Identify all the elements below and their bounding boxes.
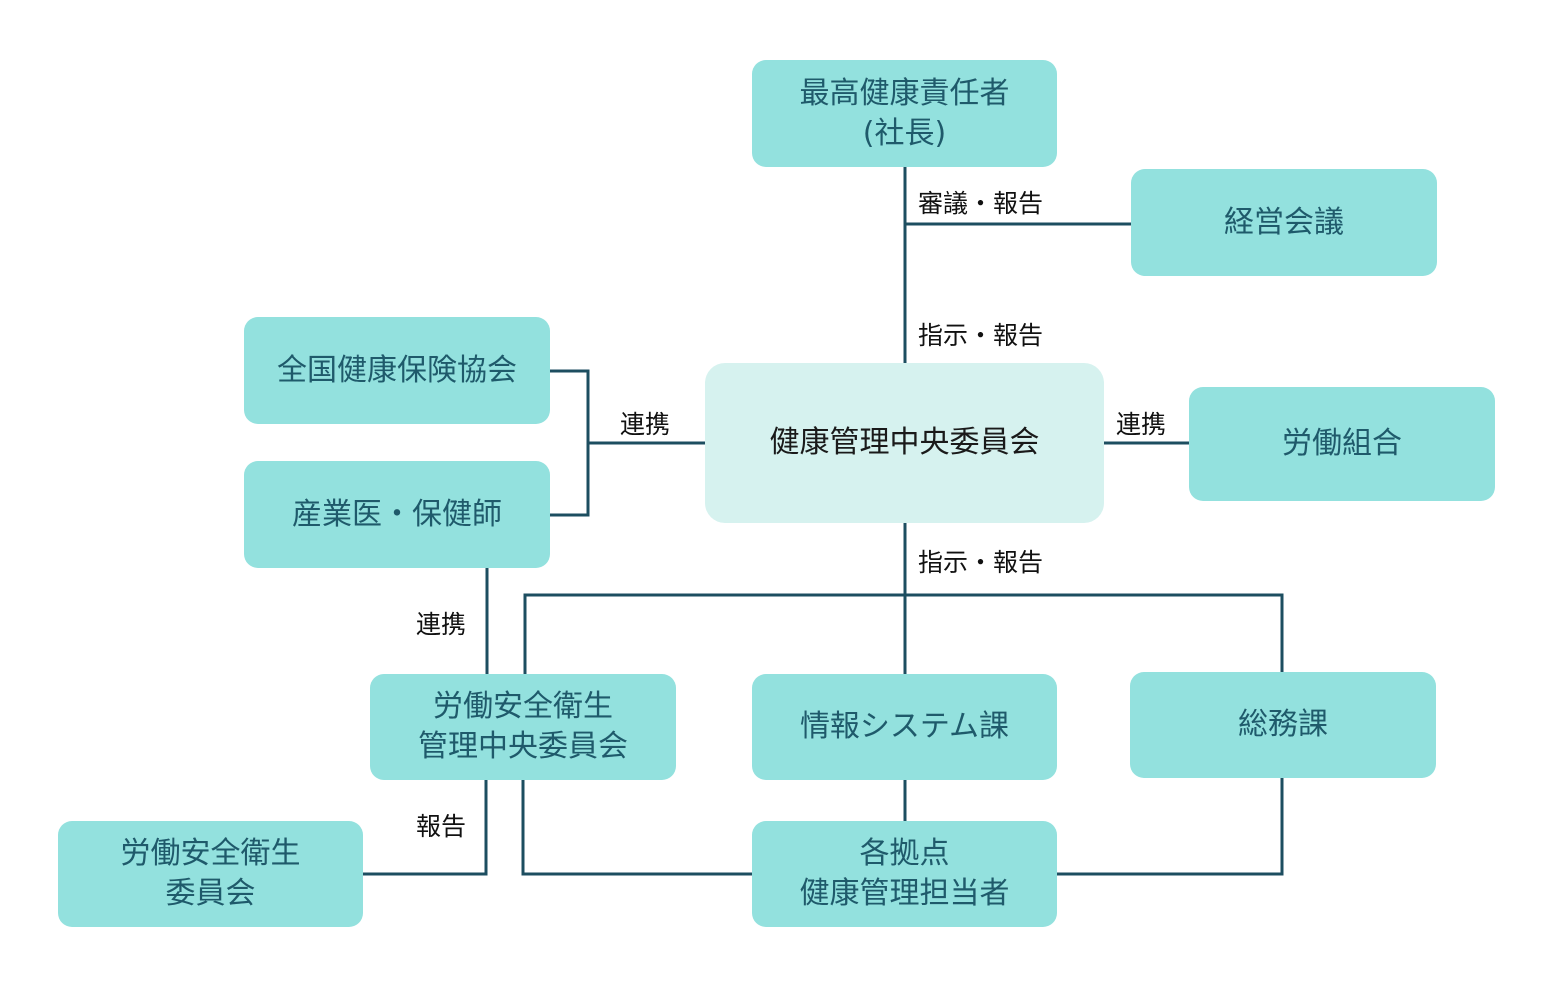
label-instruct-report-top: 指示・報告	[918, 321, 1044, 350]
node-central-committee-label: 健康管理中央委員会	[769, 425, 1040, 460]
label-report: 報告	[416, 812, 467, 841]
node-safety-committee-line2: 委員会	[165, 876, 256, 911]
node-safety-central: 労働安全衛生 管理中央委員会	[370, 674, 676, 780]
node-site-manager: 各拠点 健康管理担当者	[752, 821, 1057, 927]
node-mgmt-meeting-label: 経営会議	[1224, 204, 1344, 240]
line-general-site	[1055, 776, 1284, 876]
node-doctor-label: 産業医・保健師	[292, 496, 502, 532]
node-central-committee: 健康管理中央委員会	[705, 363, 1104, 523]
node-safety-committee-line1: 労働安全衛生	[120, 836, 301, 871]
label-instruct-report-bottom: 指示・報告	[918, 548, 1044, 577]
node-doctor: 産業医・保健師	[244, 461, 550, 568]
node-union: 労働組合	[1189, 387, 1495, 501]
node-ceo-line2: (社長)	[862, 115, 947, 151]
node-mgmt-meeting: 経営会議	[1131, 169, 1437, 276]
label-cooperate-right: 連携	[1116, 410, 1167, 439]
label-cooperate-vertical: 連携	[416, 610, 467, 639]
node-safety-central-line1: 労働安全衛生	[433, 689, 613, 724]
node-site-manager-line2: 健康管理担当者	[799, 876, 1010, 911]
node-kyokai-label: 全国健康保険協会	[277, 352, 517, 388]
line-safety-site	[521, 778, 754, 876]
node-safety-central-line2: 管理中央委員会	[418, 729, 628, 764]
label-cooperate-left: 連携	[620, 410, 671, 439]
node-safety-committee: 労働安全衛生 委員会	[58, 821, 363, 927]
line-safety-committee	[361, 778, 488, 876]
line-distribution	[523, 593, 1284, 676]
node-union-label: 労働組合	[1282, 426, 1402, 461]
node-it-label: 情報システム課	[799, 709, 1010, 744]
node-general-affairs: 総務課	[1130, 672, 1436, 778]
node-ceo: 最高健康責任者 (社長)	[752, 60, 1057, 167]
node-ceo-line1: 最高健康責任者	[799, 75, 1010, 111]
line-left-bracket	[548, 369, 590, 517]
label-deliberate-report: 審議・報告	[918, 189, 1044, 218]
node-kyokai: 全国健康保険協会	[244, 317, 550, 424]
node-general-affairs-label: 総務課	[1238, 707, 1328, 742]
node-site-manager-line1: 各拠点	[859, 836, 950, 871]
node-it: 情報システム課	[752, 674, 1057, 780]
